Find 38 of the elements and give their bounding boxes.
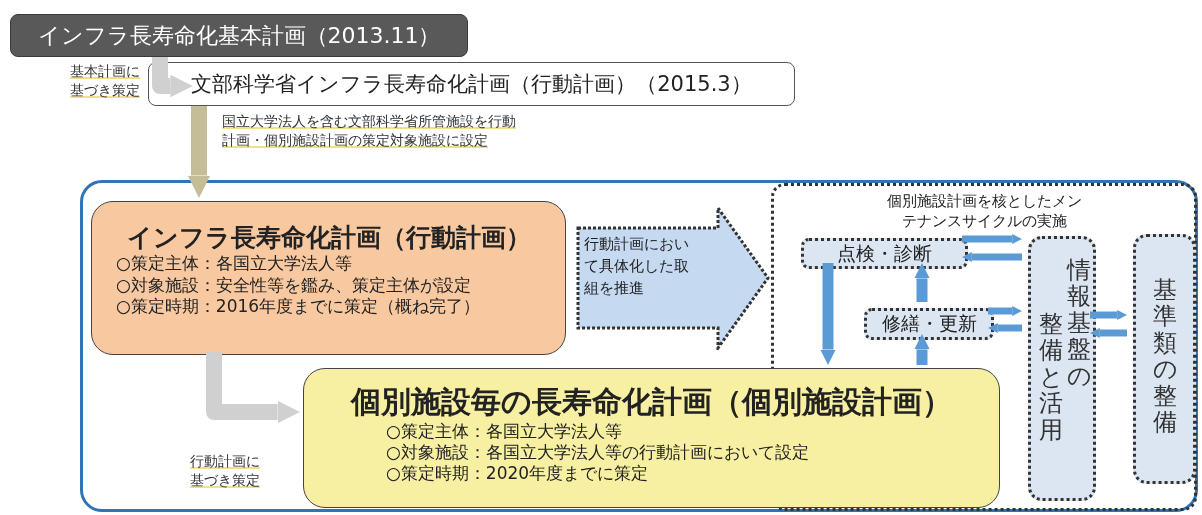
arrow — [187, 106, 211, 198]
arrow — [914, 334, 930, 365]
process-box — [864, 308, 994, 340]
process-label: 点検・診断 — [836, 242, 933, 266]
edge-label: 基本計画に基づき策定 — [70, 62, 140, 100]
arrow — [152, 57, 193, 98]
plan-detail: ○策定時期：2020年度までに策定 — [385, 463, 650, 485]
arrow — [206, 352, 300, 424]
plan-box — [303, 368, 1000, 508]
plan-detail: ○対象施設：各国立大学法人等の行動計画において設定 — [385, 441, 810, 463]
plan-title: インフラ長寿命化基本計画（2013.11） — [36, 22, 442, 50]
arrow — [1090, 310, 1127, 320]
plan-detail: ○策定主体：各国立大学法人等 — [115, 253, 353, 275]
cycle-heading: 個別施設計画を核としたメンテナンスサイクルの実施 — [886, 192, 1082, 231]
frame-box — [80, 180, 1198, 512]
plan-box — [91, 201, 566, 355]
plan-box — [10, 14, 468, 57]
arrow — [820, 263, 836, 365]
plan-title: インフラ長寿命化計画（行動計画） — [125, 222, 532, 254]
process-label: 基準類の整備 — [1152, 277, 1177, 436]
edge-label: 行動計画に基づき策定 — [190, 452, 260, 490]
plan-box — [148, 62, 795, 106]
plan-title: 文部科学省インフラ長寿命化計画（行動計画）（2015.3） — [190, 71, 753, 98]
arrow — [962, 234, 1022, 244]
plan-detail: ○対象施設：安全性等を鑑み、策定主体が設定 — [115, 274, 472, 296]
edge-label: 国立大学法人を含む文部科学省所管施設を行動計画・個別施設計画の策定対象施設に設定 — [222, 112, 516, 150]
arrow-text: 行動計画において具体化した取組を推進 — [584, 234, 689, 299]
arrow — [988, 306, 1022, 316]
plan-detail: ○策定主体：各国立大学法人等 — [385, 420, 623, 442]
arrow — [914, 263, 930, 302]
plan-title: 個別施設毎の長寿命化計画（個別施設計画） — [349, 383, 953, 421]
process-box — [801, 238, 968, 269]
process-box — [1028, 236, 1096, 501]
process-box — [1133, 234, 1196, 484]
process-label: 情報基盤の — [1067, 257, 1091, 389]
process-label: 修繕・更新 — [880, 312, 978, 336]
plan-detail: ○策定時期：2016年度までに策定（概ね完了） — [115, 295, 482, 317]
process-label: 整備と活用 — [1039, 311, 1063, 443]
